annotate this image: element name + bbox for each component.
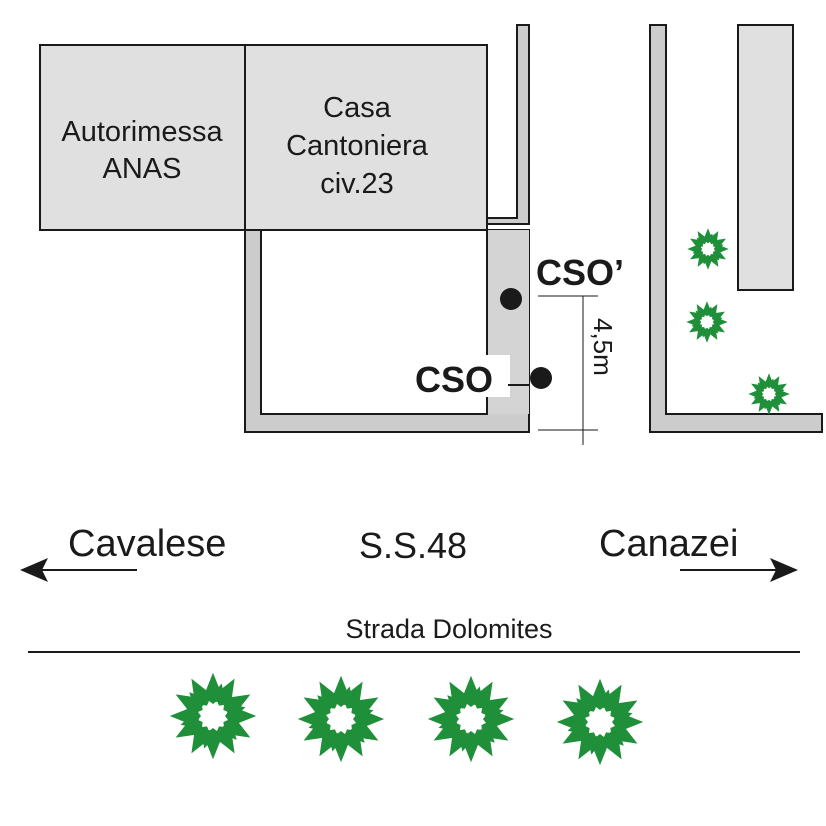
house-label-line2: Cantoniera [286,130,429,162]
garage-label-line1: Autorimessa [61,116,223,148]
east-building [737,24,794,291]
house-label-line1: Casa [323,92,392,124]
dimension-label: 4,5m [588,318,618,376]
street-name-label: Strada Dolomites [345,614,552,644]
cso-marker [530,367,552,389]
road-name-label: S.S.48 [359,525,467,566]
east-wall [649,24,823,433]
direction-east-label: Canazei [599,523,738,565]
tree-icon [297,675,385,763]
tree-icon [427,675,515,763]
cso-prime-label: CSO’ [536,252,624,293]
tree-icon [686,301,728,343]
garage-label-line2: ANAS [103,153,182,185]
direction-west-label: Cavalese [68,523,226,565]
house-label-line3: civ.23 [320,168,394,200]
garage-building [39,44,246,231]
arrow-east-icon [680,558,798,582]
cso-prime-marker [500,288,522,310]
arrow-west-icon [20,558,137,582]
cso-label-backing [412,355,510,397]
tree-icon [169,672,257,760]
tree-icon [556,678,644,766]
tree-icon [687,228,729,270]
house-building [244,44,488,231]
cso-label: CSO [415,359,493,400]
wall-strip-north [486,24,530,225]
tree-icon [748,373,790,415]
